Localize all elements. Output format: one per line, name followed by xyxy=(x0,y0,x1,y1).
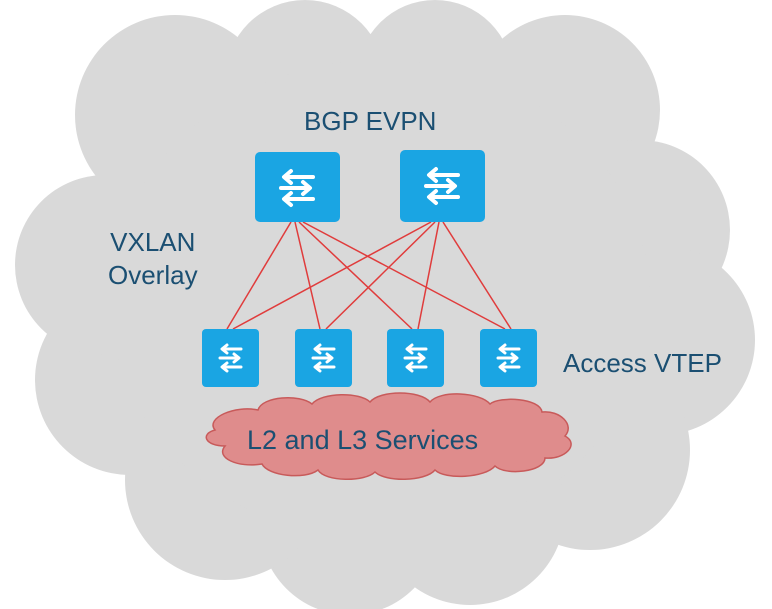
services-label: L2 and L3 Services xyxy=(247,425,479,455)
link-spine-1-leaf-2 xyxy=(294,221,321,330)
link-spine-1-leaf-3 xyxy=(298,221,413,330)
overlay-cloud xyxy=(15,0,755,609)
services-cloud xyxy=(205,392,572,480)
spine-switch xyxy=(255,152,340,222)
fabric-links xyxy=(226,221,512,330)
link-spine-2-leaf-3 xyxy=(417,221,440,330)
access-vtep-label: Access VTEP xyxy=(563,348,722,378)
bgp-evpn-label: BGP EVPN xyxy=(304,106,437,136)
link-spine-2-leaf-1 xyxy=(232,221,432,330)
vxlan-overlay-label: VXLAN Overlay xyxy=(108,226,198,291)
link-spine-1-leaf-4 xyxy=(302,221,506,330)
vxlan-label-line2: Overlay xyxy=(108,259,198,290)
link-spine-2-leaf-2 xyxy=(325,221,436,330)
spine-switch xyxy=(400,150,485,222)
link-spine-1-leaf-1 xyxy=(226,221,292,330)
link-spine-2-leaf-4 xyxy=(442,221,512,330)
leaf-switch xyxy=(295,329,352,387)
leaf-switch xyxy=(387,329,444,387)
vxlan-label-line1: VXLAN xyxy=(110,227,196,257)
leaf-switch xyxy=(480,329,537,387)
leaf-switch xyxy=(202,329,259,387)
